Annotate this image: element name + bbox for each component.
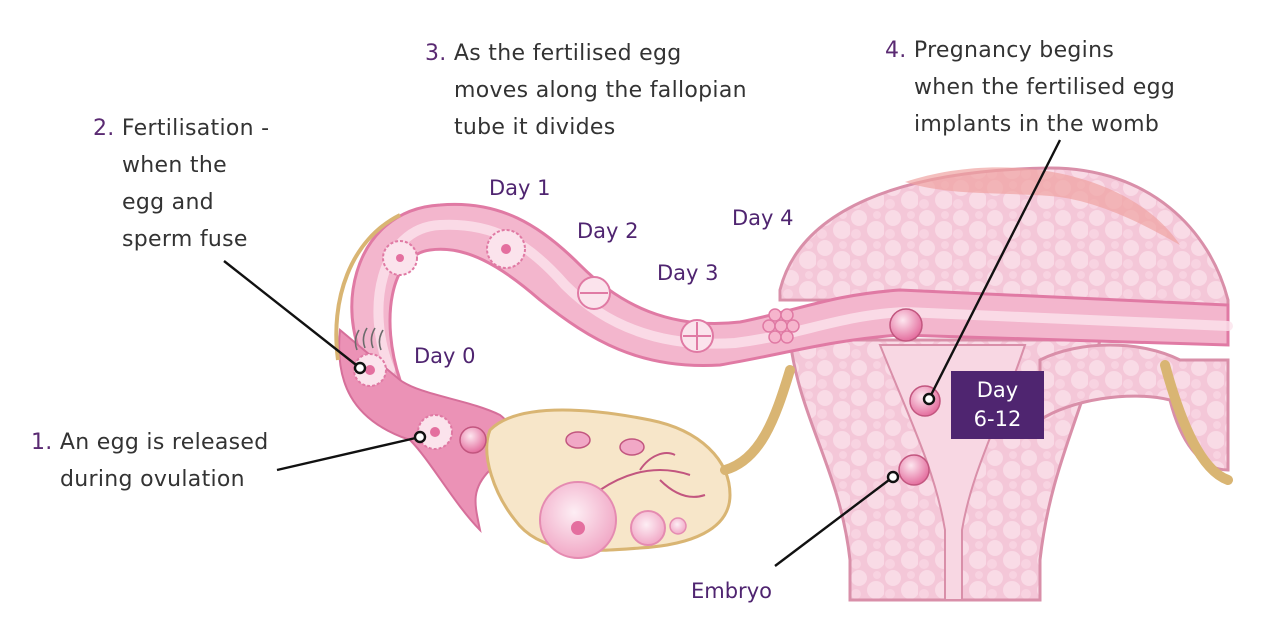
leader-line-step1 [276, 435, 421, 472]
implantation-day-badge: Day 6-12 [951, 371, 1044, 439]
leader-line-embryo [774, 476, 894, 567]
leader-dot-step4 [922, 392, 936, 406]
leader-line-step4 [927, 139, 1062, 400]
embryo [898, 454, 930, 486]
step2-line1: Fertilisation - [121, 116, 270, 141]
badge-line2: 6-12 [973, 407, 1022, 431]
step4-line1: Pregnancy begins [913, 38, 1115, 63]
step3-line1: As the fertilised egg [453, 41, 682, 66]
step2-line3: egg and [122, 190, 214, 215]
step3-line3: tube it divides [454, 115, 616, 140]
ovarian-ligament [720, 365, 795, 475]
label-step4: 4. Pregnancy begins when the fertilised … [885, 32, 1175, 143]
step4-number: 4. [885, 38, 907, 63]
mature-follicle-egg [571, 521, 585, 535]
step2-line2: when the [122, 153, 227, 178]
step4-line3: implants in the womb [914, 112, 1160, 137]
day-label-4: Day 4 [732, 206, 794, 230]
step1-line2: during ovulation [60, 467, 245, 492]
day-label-2: Day 2 [577, 219, 639, 243]
tube-outline [334, 213, 401, 361]
leader-dot-step2 [353, 361, 367, 375]
ovary-vessels [599, 452, 706, 498]
uterus-wall-outer [905, 167, 1180, 245]
blastocyst [889, 308, 923, 342]
leader-dot-embryo [886, 470, 900, 484]
follicle-2 [630, 510, 666, 546]
egg-fertilisation-nucleus [365, 365, 375, 375]
sperm-icon [354, 327, 384, 351]
step3-number: 3. [425, 41, 447, 66]
leader-line-step2 [223, 260, 361, 369]
mature-follicle [539, 481, 617, 559]
step3-line2: moves along the fallopian [454, 78, 747, 103]
step1-line1: An egg is released [59, 430, 269, 455]
step2-line4: sperm fuse [122, 227, 248, 252]
badge-line1: Day [976, 378, 1019, 402]
embryo-label: Embryo [691, 579, 772, 603]
step2-number: 2. [93, 116, 115, 141]
step4-line2: when the fertilised egg [914, 75, 1176, 100]
label-step1: 1. An egg is released during ovulation [31, 424, 269, 498]
fallopian-tube [350, 202, 1230, 382]
follicle-3 [669, 517, 687, 535]
leader-dot-step1 [413, 430, 427, 444]
step1-number: 1. [31, 430, 53, 455]
egg-day1-nucleus [501, 244, 511, 254]
released-egg [459, 426, 487, 454]
egg-day0-nucleus [430, 427, 440, 437]
day-label-0: Day 0 [414, 344, 476, 368]
right-ligament [1160, 360, 1233, 485]
follicle-4 [565, 431, 591, 449]
label-step2: 2. Fertilisation - when the egg and sper… [93, 110, 269, 258]
follicle-5 [619, 438, 645, 456]
morula-day4 [762, 308, 800, 344]
egg-upper-tube-nucleus [396, 254, 404, 262]
day-label-1: Day 1 [489, 176, 551, 200]
day-label-3: Day 3 [657, 261, 719, 285]
label-step3: 3. As the fertilised egg moves along the… [425, 35, 747, 146]
